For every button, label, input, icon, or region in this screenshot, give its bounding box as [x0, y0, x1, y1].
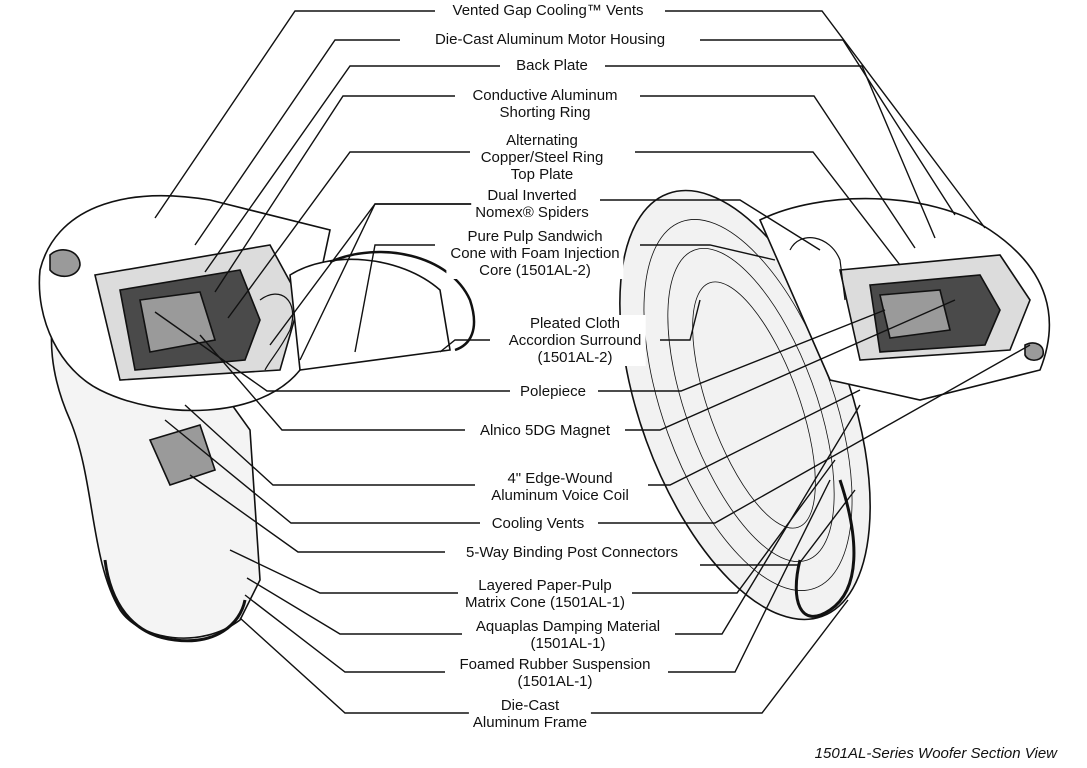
label-line: Foamed Rubber Suspension: [459, 656, 651, 673]
figure-caption: 1501AL-Series Woofer Section View: [814, 745, 1057, 762]
label-foamed-rubber-suspension: Foamed Rubber Suspension (1501AL-1): [455, 656, 655, 690]
label-line: Die-Cast Aluminum Motor Housing: [434, 31, 666, 48]
label-line: (1501AL-1): [517, 673, 593, 690]
label-shorting-ring: Conductive Aluminum Shorting Ring: [468, 87, 622, 121]
left-surround: [329, 250, 476, 352]
right-cooling-vent: [1024, 342, 1045, 362]
label-voice-coil: 4" Edge-Wound Aluminum Voice Coil: [487, 470, 633, 504]
label-vented-gap-cooling-vents: Vented Gap Cooling™ Vents: [448, 2, 648, 19]
label-line: Cooling Vents: [491, 515, 585, 532]
label-pulp-sandwich-cone: Pure Pulp Sandwich Cone with Foam Inject…: [446, 228, 624, 279]
label-line: Shorting Ring: [499, 104, 591, 121]
label-line: Alternating: [506, 132, 578, 149]
label-line: Aluminum Voice Coil: [491, 487, 629, 504]
label-line: Pure Pulp Sandwich: [467, 228, 603, 245]
right-spiders: [789, 237, 846, 301]
label-top-plate: Alternating Copper/Steel Ring Top Plate: [476, 132, 608, 183]
label-accordion-surround: Pleated Cloth Accordion Surround (1501AL…: [504, 315, 646, 366]
label-polepiece: Polepiece: [516, 383, 590, 400]
label-matrix-cone: Layered Paper-Pulp Matrix Cone (1501AL-1…: [460, 577, 630, 611]
label-line: Aquaplas Damping Material: [475, 618, 661, 635]
label-line: 4" Edge-Wound: [507, 470, 613, 487]
left-cone: [289, 258, 451, 371]
label-line: Conductive Aluminum: [472, 87, 618, 104]
label-alnico-magnet: Alnico 5DG Magnet: [475, 422, 615, 439]
label-line: Accordion Surround: [508, 332, 642, 349]
label-line: Back Plate: [516, 57, 588, 74]
label-line: 5-Way Binding Post Connectors: [465, 544, 679, 561]
label-line: Matrix Cone (1501AL-1): [464, 594, 626, 611]
label-binding-post-connectors: 5-Way Binding Post Connectors: [461, 544, 683, 561]
label-line: Alnico 5DG Magnet: [479, 422, 611, 439]
label-line: Cone with Foam Injection: [450, 245, 620, 262]
label-line: Die-Cast: [500, 697, 560, 714]
left-cooling-vent: [49, 249, 81, 278]
label-spiders: Dual Inverted Nomex® Spiders: [471, 187, 593, 221]
label-line: Top Plate: [510, 166, 574, 183]
label-die-cast-motor-housing: Die-Cast Aluminum Motor Housing: [430, 31, 670, 48]
label-line: (1501AL-2): [537, 349, 613, 366]
label-die-cast-frame: Die-Cast Aluminum Frame: [468, 697, 592, 731]
left-woofer-illustration: [38, 194, 476, 643]
label-line: (1501AL-1): [530, 635, 606, 652]
leader-lines: [154, 10, 1031, 714]
right-polepiece: [879, 289, 951, 339]
label-line: Aluminum Frame: [472, 714, 588, 731]
label-line: Dual Inverted: [487, 187, 577, 204]
label-line: Core (1501AL-2): [479, 262, 591, 279]
label-line: Copper/Steel Ring: [480, 149, 604, 166]
label-back-plate: Back Plate: [512, 57, 592, 74]
left-binding-post: [148, 424, 217, 486]
label-cooling-vents: Cooling Vents: [487, 515, 589, 532]
label-aquaplas-damping: Aquaplas Damping Material (1501AL-1): [471, 618, 665, 652]
label-line: Nomex® Spiders: [475, 204, 589, 221]
left-polepiece: [139, 291, 217, 353]
left-spiders: [259, 293, 294, 371]
left-frame-ring: [103, 559, 247, 643]
label-line: Layered Paper-Pulp: [478, 577, 612, 594]
label-line: Vented Gap Cooling™ Vents: [452, 2, 644, 19]
right-woofer-illustration: [619, 189, 1051, 621]
right-frame: [794, 479, 856, 618]
label-line: Polepiece: [520, 383, 586, 400]
label-line: Pleated Cloth: [529, 315, 621, 332]
